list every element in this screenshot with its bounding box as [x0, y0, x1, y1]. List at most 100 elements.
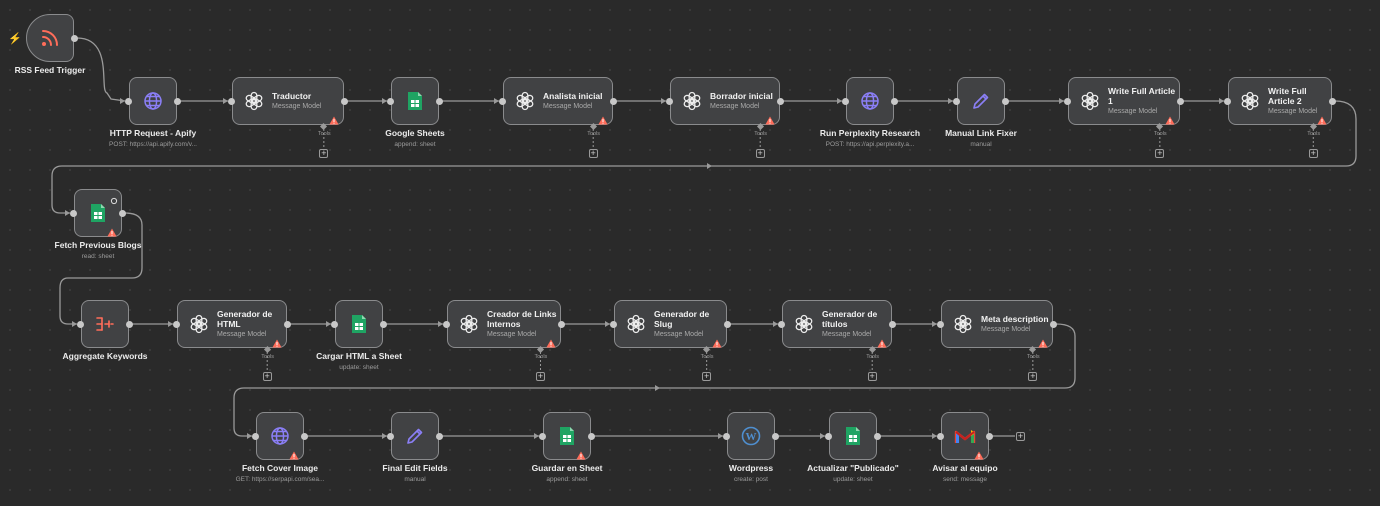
output-port[interactable]	[588, 432, 595, 440]
input-port[interactable]	[387, 97, 394, 105]
input-port[interactable]	[1064, 97, 1071, 105]
node-subtitle: Message Model	[822, 331, 872, 338]
output-port[interactable]	[874, 432, 881, 440]
node-label: Run Perplexity Research	[819, 128, 921, 138]
output-port[interactable]	[436, 432, 443, 440]
input-port[interactable]	[723, 432, 730, 440]
input-port[interactable]	[1224, 97, 1231, 105]
output-port[interactable]	[772, 432, 779, 440]
input-port[interactable]	[331, 320, 338, 328]
node-agg[interactable]	[81, 300, 129, 348]
input-port[interactable]	[610, 320, 617, 328]
input-port[interactable]	[228, 97, 235, 105]
output-port[interactable]	[889, 320, 896, 328]
node-detail: create: post	[734, 476, 768, 483]
output-port[interactable]	[724, 320, 731, 328]
node-fixer[interactable]	[957, 77, 1005, 125]
input-port[interactable]	[387, 432, 394, 440]
input-port[interactable]	[77, 320, 84, 328]
node-label: RSS Feed Trigger	[14, 65, 86, 75]
add-tool-button[interactable]: +	[1308, 148, 1318, 158]
add-tool-button[interactable]: +	[1028, 371, 1038, 381]
node-title: Traductor	[272, 91, 312, 101]
add-tool-button[interactable]: +	[588, 148, 598, 158]
node-perp[interactable]	[846, 77, 894, 125]
globe-icon	[269, 425, 291, 447]
output-port[interactable]	[380, 320, 387, 328]
node-wp[interactable]: W	[727, 412, 775, 460]
node-title: Meta description	[981, 314, 1049, 324]
output-port[interactable]	[1050, 320, 1057, 328]
add-tool-button[interactable]: +	[1155, 148, 1165, 158]
node-cover[interactable]	[256, 412, 304, 460]
add-tool-button[interactable]: +	[867, 371, 877, 381]
output-port[interactable]	[986, 432, 993, 440]
input-port[interactable]	[539, 432, 546, 440]
input-port[interactable]	[443, 320, 450, 328]
add-tool-button[interactable]: +	[319, 148, 329, 158]
output-port[interactable]	[777, 97, 784, 105]
output-port[interactable]	[1002, 97, 1009, 105]
node-title: Generador de títulos	[822, 309, 878, 329]
output-port[interactable]	[436, 97, 443, 105]
add-tool-button[interactable]: +	[755, 148, 765, 158]
node-avisar[interactable]	[941, 412, 989, 460]
output-port[interactable]	[301, 432, 308, 440]
node-actualizar[interactable]	[829, 412, 877, 460]
input-port[interactable]	[252, 432, 259, 440]
output-port[interactable]	[1329, 97, 1336, 105]
add-tool-button[interactable]: +	[702, 371, 712, 381]
input-port[interactable]	[173, 320, 180, 328]
node-fetchblogs[interactable]	[74, 189, 122, 237]
output-port[interactable]	[284, 320, 291, 328]
output-port[interactable]	[610, 97, 617, 105]
output-port[interactable]	[1177, 97, 1184, 105]
output-port[interactable]	[558, 320, 565, 328]
output-port[interactable]	[891, 97, 898, 105]
input-port[interactable]	[937, 320, 944, 328]
warning-icon	[1038, 335, 1048, 348]
add-tool-button[interactable]: +	[535, 371, 545, 381]
input-port[interactable]	[666, 97, 673, 105]
input-port[interactable]	[778, 320, 785, 328]
input-port[interactable]	[125, 97, 132, 105]
add-tool-button[interactable]: +	[262, 371, 272, 381]
node-label: HTTP Request - Apify	[109, 128, 197, 138]
output-port[interactable]	[119, 209, 126, 217]
node-guardar[interactable]	[543, 412, 591, 460]
output-port[interactable]	[341, 97, 348, 105]
output-port[interactable]	[126, 320, 133, 328]
node-rss[interactable]	[26, 14, 74, 62]
warning-icon	[107, 224, 117, 237]
output-port[interactable]	[71, 34, 78, 42]
node-finaledit[interactable]	[391, 412, 439, 460]
warning-icon	[765, 112, 775, 125]
input-port[interactable]	[953, 97, 960, 105]
input-port[interactable]	[842, 97, 849, 105]
add-node-button[interactable]: +	[1016, 430, 1025, 441]
node-cargar[interactable]	[335, 300, 383, 348]
lightning-icon: ⚡	[8, 33, 22, 45]
pencil-icon	[970, 90, 992, 112]
input-port[interactable]	[70, 209, 77, 217]
node-gs1[interactable]	[391, 77, 439, 125]
node-http1[interactable]	[129, 77, 177, 125]
output-port[interactable]	[174, 97, 181, 105]
input-port[interactable]	[937, 432, 944, 440]
node-label: Final Edit Fields	[382, 463, 448, 473]
input-port[interactable]	[499, 97, 506, 105]
input-port[interactable]	[825, 432, 832, 440]
